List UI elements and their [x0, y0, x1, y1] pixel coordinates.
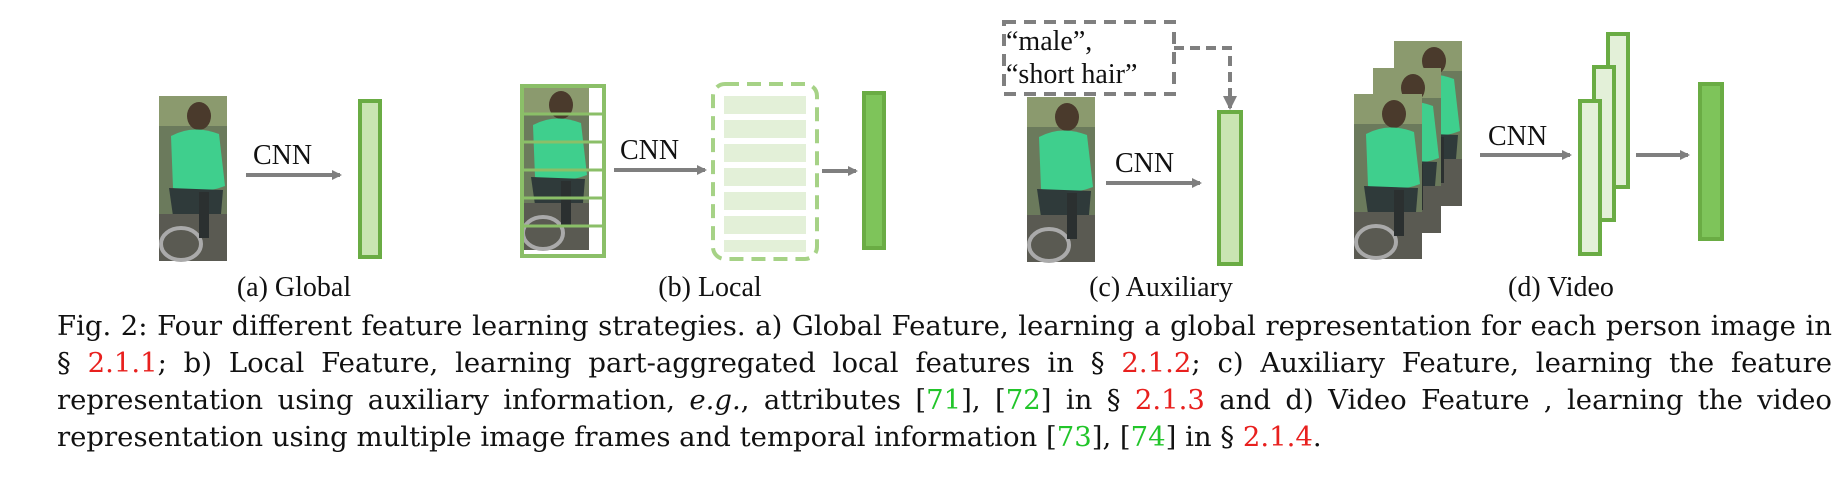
attribute-short-hair: “short hair” [1006, 59, 1137, 90]
video-feature-vector [1698, 82, 1724, 241]
caption-text: ] in § [1165, 421, 1243, 453]
local-feature-stripes [724, 96, 806, 252]
panel-label-video: (d) Video [1508, 272, 1614, 303]
caption-text: Fig. 2: Four different feature learning … [57, 310, 1832, 379]
panel-auxiliary: “male”, “short hair” CNN (c) Auxiliary [1002, 20, 1243, 303]
auxiliary-feature-vector [1217, 110, 1243, 266]
frame-feature-1 [1578, 99, 1602, 256]
cnn-label: CNN [253, 140, 312, 171]
section-ref[interactable]: 2.1.2 [1121, 347, 1192, 379]
caption-text: , attributes [ [740, 384, 927, 416]
caption-text: ], [ [1091, 421, 1131, 453]
caption-text: . [1312, 421, 1322, 453]
cnn-label: CNN [1115, 148, 1174, 179]
citation-link[interactable]: 71 [926, 384, 962, 416]
caption-text: ; b) Local Feature, learning part-aggreg… [157, 347, 1122, 379]
panel-global: CNN (a) Global [157, 94, 382, 303]
section-ref[interactable]: 2.1.4 [1242, 421, 1313, 453]
figure-diagram: CNN (a) Global CNN (b) Local [157, 20, 1724, 303]
citation-link[interactable]: 72 [1005, 384, 1041, 416]
figure-caption: Fig. 2: Four different feature learning … [57, 308, 1832, 456]
panel-local: CNN (b) Local [519, 82, 886, 303]
caption-text: ], [ [961, 384, 1006, 416]
local-features-group [711, 82, 819, 261]
part-dividers [522, 112, 604, 228]
section-ref[interactable]: 2.1.1 [87, 347, 158, 379]
attribute-arrow [1174, 46, 1237, 110]
person-image [157, 94, 229, 263]
cnn-label: CNN [1488, 121, 1547, 152]
panel-video: CNN (d) Video [1352, 32, 1724, 303]
cnn-label: CNN [620, 135, 679, 166]
attribute-box [1002, 20, 1176, 96]
caption-text-italic: e.g. [689, 384, 741, 416]
caption-text: and d) Video Feature , learning the vide… [57, 384, 1832, 453]
citation-link[interactable]: 74 [1130, 421, 1166, 453]
citation-link[interactable]: 73 [1056, 421, 1092, 453]
attribute-male: “male”, [1006, 26, 1092, 57]
video-frame-1 [1352, 92, 1424, 261]
caption-text: ; c) Auxiliary Feature, learning the fea… [57, 347, 1832, 416]
person-image [1025, 95, 1097, 264]
local-feature-vector [862, 91, 886, 250]
global-feature-vector [358, 99, 382, 259]
panel-label-global: (a) Global [237, 272, 352, 303]
panel-label-local: (b) Local [658, 272, 762, 303]
section-ref[interactable]: 2.1.3 [1134, 384, 1205, 416]
panel-label-auxiliary: (c) Auxiliary [1089, 272, 1233, 303]
caption-text: ] in § [1040, 384, 1135, 416]
